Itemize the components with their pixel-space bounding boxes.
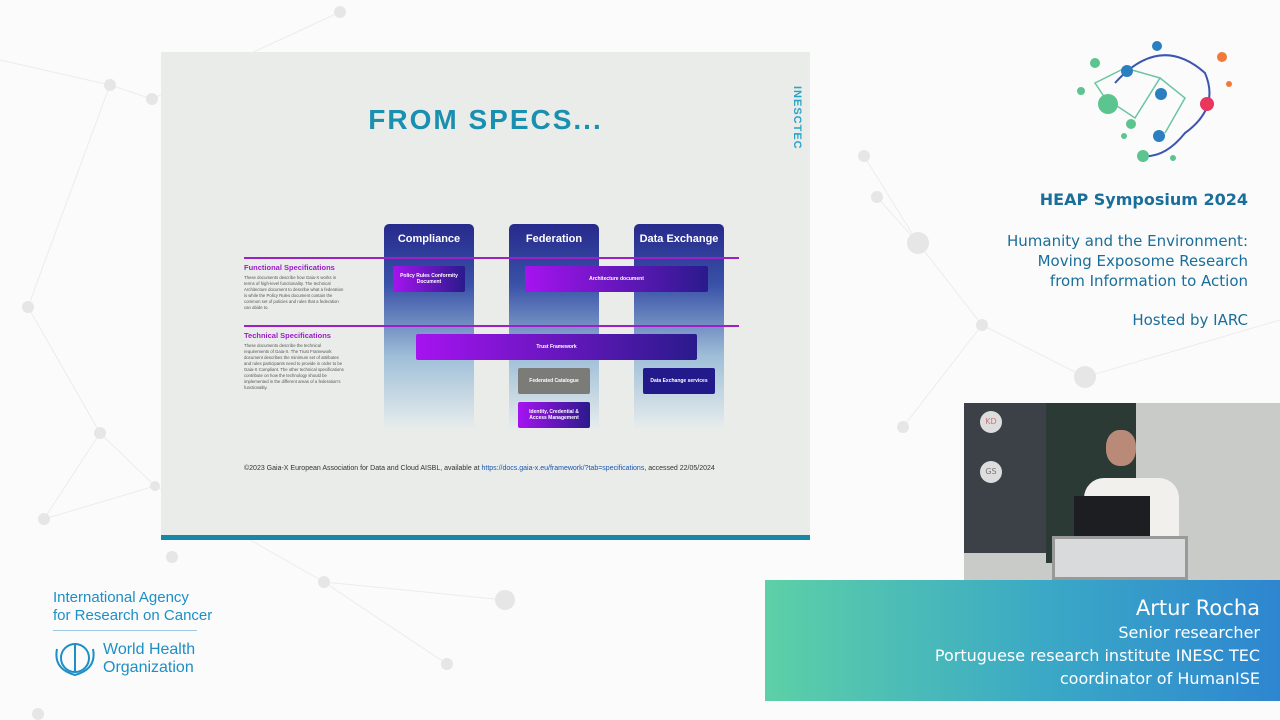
speaker-title-line: coordinator of HumanISE (1059, 669, 1260, 688)
architecture-box: Architecture document (525, 266, 708, 292)
speaker-head (1106, 430, 1136, 466)
participant-avatar: GS (980, 461, 1002, 483)
logo-divider (53, 630, 197, 631)
speaker-title-line: Portuguese research institute INESC TEC (934, 646, 1260, 665)
iarc-logo: International Agency for Research on Can… (53, 589, 212, 625)
subtitle-line: Humanity and the Environment: (1007, 232, 1248, 250)
participant-avatar: KD (980, 411, 1002, 433)
functional-spec-heading: Functional Specifications (244, 263, 335, 272)
trust-framework-box: Trust Framework (416, 334, 697, 360)
policy-rules-box: Policy Rules Conformity Document (393, 266, 465, 292)
who-name-line: World Health (103, 641, 196, 658)
technical-spec-text: These documents describe the technical r… (244, 343, 344, 390)
federated-catalogue-box: Federated Catalogue (518, 368, 590, 394)
divider-line (244, 257, 739, 259)
heap-logo-icon (1077, 41, 1232, 162)
event-name: HEAP Symposium 2024 (1039, 190, 1248, 209)
presentation-slide: FROM SPECS... INESCTEC Compliance Federa… (161, 52, 810, 540)
event-subtitle: Humanity and the Environment: Moving Exp… (1007, 231, 1248, 291)
laptop (1074, 496, 1150, 538)
who-name-line: Organization (103, 659, 194, 676)
iarc-name-line: International Agency (53, 589, 189, 606)
slide-title: FROM SPECS... (368, 104, 603, 135)
who-emblem-icon (55, 643, 95, 677)
data-exchange-services-box: Data Exchange services (643, 368, 715, 394)
citation-date: , accessed 22/05/2024 (644, 465, 715, 472)
citation: ©2023 Gaia-X European Association for Da… (244, 465, 715, 472)
podium (1052, 536, 1188, 580)
identity-box: Identity, Credential & Access Management (518, 402, 590, 428)
divider-line (244, 325, 739, 327)
citation-link[interactable]: https://docs.gaia-x.eu/framework/?tab=sp… (481, 465, 645, 472)
column-header: Data Exchange (639, 233, 719, 245)
subtitle-line: Moving Exposome Research (1037, 252, 1248, 270)
event-host: Hosted by IARC (1132, 311, 1248, 329)
speaker-banner: Artur Rocha Senior researcher Portuguese… (765, 580, 1280, 701)
inesctec-logo: INESCTEC (791, 86, 803, 150)
column-header: Federation (525, 233, 583, 245)
technical-spec-heading: Technical Specifications (244, 331, 331, 340)
speaker-video: KD GS (964, 403, 1280, 580)
speaker-title-line: Senior researcher (1118, 623, 1260, 642)
column-header: Compliance (397, 233, 461, 245)
screen-participants: KD GS (964, 403, 1046, 553)
who-name: World Health Organization (103, 641, 195, 677)
citation-text: ©2023 Gaia-X European Association for Da… (244, 465, 482, 472)
functional-spec-text: These documents describe how Gaia-X work… (244, 275, 344, 310)
speaker-name: Artur Rocha (1135, 596, 1260, 620)
subtitle-line: from Information to Action (1049, 272, 1248, 290)
iarc-name-line: for Research on Cancer (53, 607, 213, 624)
